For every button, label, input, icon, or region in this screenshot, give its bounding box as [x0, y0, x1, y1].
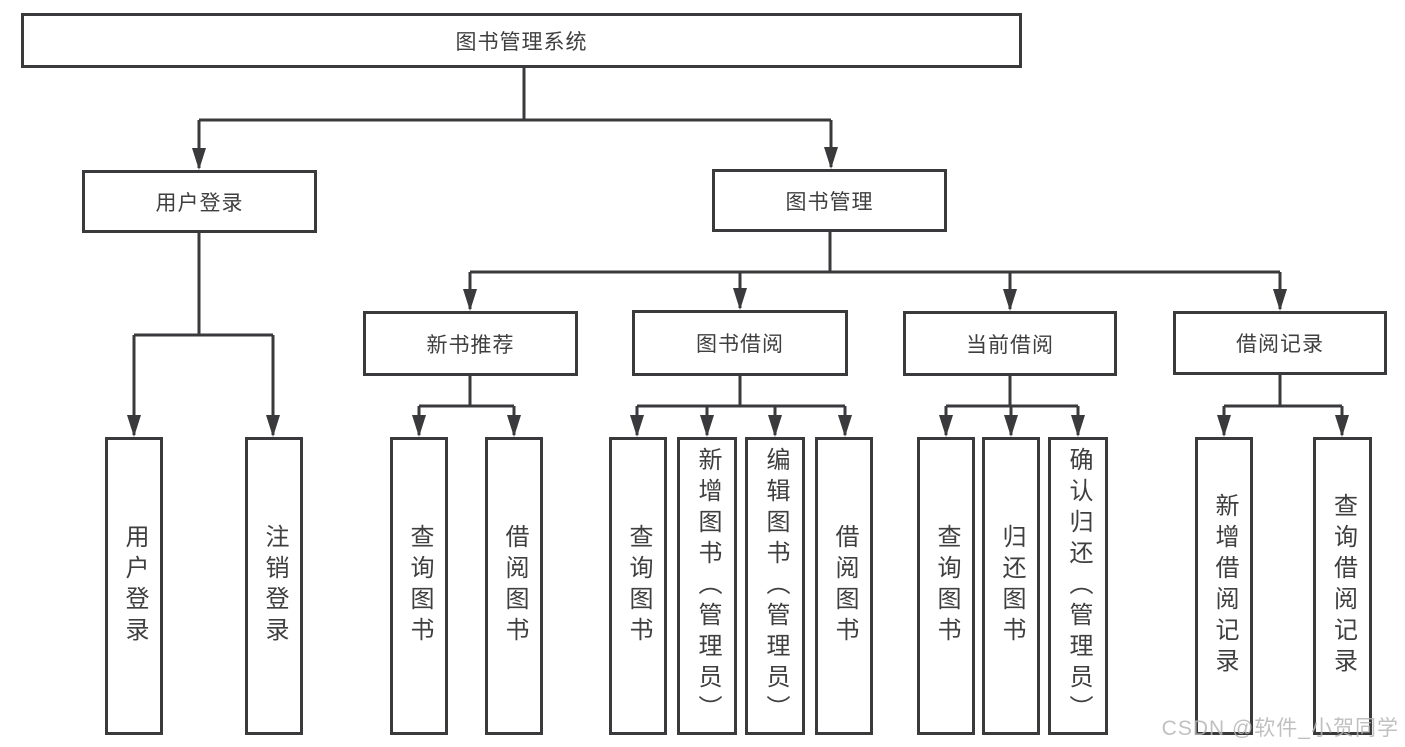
leaf-borrow-query-book: 查询图书 [609, 437, 667, 735]
node-current-borrow: 当前借阅 [903, 311, 1117, 376]
node-label: 图书管理 [785, 190, 874, 214]
leaf-label: 借阅图书 [501, 524, 528, 648]
leaf-confirm-return-admin: 确认归还（管理员） [1048, 437, 1108, 735]
leaf-label: 注销登录 [261, 524, 288, 648]
leaf-label: 查询图书 [406, 524, 433, 648]
leaf-recommend-query-book: 查询图书 [390, 437, 448, 735]
node-user-login-branch: 用户登录 [82, 170, 317, 233]
leaf-label: 用户登录 [121, 524, 148, 648]
leaf-recommend-borrow-book: 借阅图书 [485, 437, 543, 735]
node-book-borrow: 图书借阅 [632, 310, 848, 376]
leaf-label: 确认归还（管理员） [1065, 446, 1092, 726]
leaf-label: 新增图书（管理员） [694, 446, 721, 726]
node-label: 当前借阅 [966, 333, 1054, 357]
node-label: 新书推荐 [426, 333, 515, 357]
leaf-label: 新增借阅记录 [1211, 493, 1238, 679]
node-label: 图书借阅 [696, 333, 784, 356]
leaf-logout: 注销登录 [245, 437, 303, 735]
leaf-add-book-admin: 新增图书（管理员） [677, 437, 737, 735]
connector-paths [132, 68, 1344, 435]
leaf-borrow-book: 借阅图书 [815, 437, 873, 735]
leaf-return-book: 归还图书 [982, 437, 1040, 735]
arrowhead-icons [127, 147, 1349, 437]
leaf-label: 查询图书 [625, 524, 652, 648]
leaf-label: 查询借阅记录 [1329, 493, 1357, 679]
node-label: 用户登录 [155, 191, 244, 215]
node-book-management-branch: 图书管理 [712, 169, 947, 232]
node-label: 借阅记录 [1236, 333, 1324, 356]
leaf-label: 借阅图书 [831, 524, 858, 648]
leaf-user-login: 用户登录 [105, 437, 163, 735]
leaf-current-query-book: 查询图书 [917, 437, 975, 735]
node-root-label: 图书管理系统 [455, 30, 588, 54]
leaf-label: 编辑图书（管理员） [762, 446, 789, 726]
node-root-library-system: 图书管理系统 [21, 13, 1022, 68]
node-new-book-recommend: 新书推荐 [363, 311, 578, 376]
node-borrow-record: 借阅记录 [1173, 311, 1387, 375]
leaf-edit-book-admin: 编辑图书（管理员） [745, 437, 805, 735]
leaf-add-borrow-record: 新增借阅记录 [1195, 437, 1253, 735]
leaf-label: 归还图书 [998, 524, 1025, 648]
leaf-query-borrow-record: 查询借阅记录 [1313, 437, 1372, 735]
leaf-label: 查询图书 [933, 524, 960, 648]
